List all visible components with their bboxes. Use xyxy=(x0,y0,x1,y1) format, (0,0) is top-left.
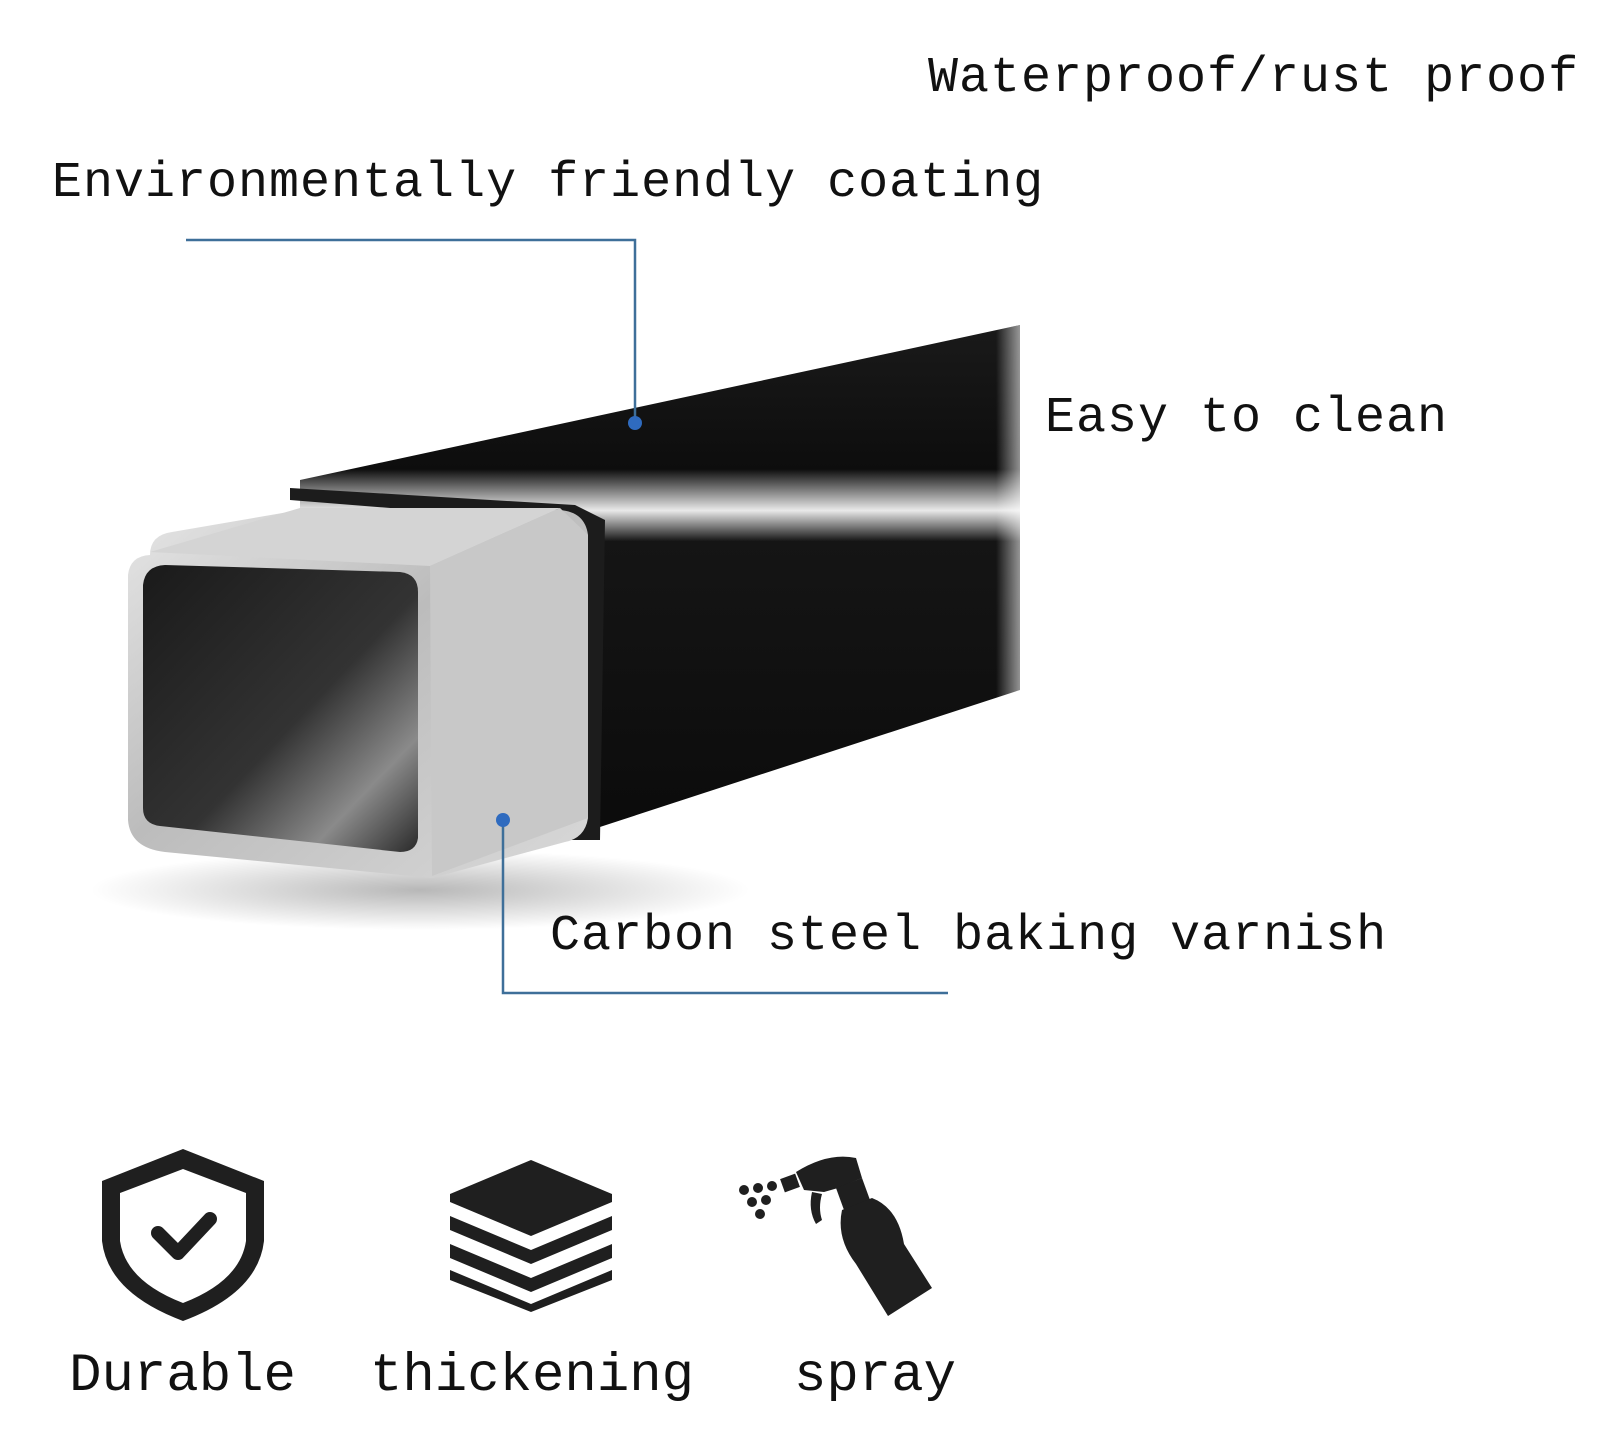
steel-tube-top xyxy=(150,508,560,566)
carbon-steel-label: Carbon steel baking varnish xyxy=(550,908,1388,965)
feature-label-durable: Durable xyxy=(69,1346,296,1407)
feature-label-thickening: thickening xyxy=(370,1346,695,1407)
layers-icon xyxy=(450,1160,612,1312)
easy-clean-label: Easy to clean xyxy=(1045,390,1449,447)
tube-inner-hole xyxy=(143,565,418,852)
spray-bottle-icon xyxy=(739,1156,932,1316)
coating-callout-dot xyxy=(628,416,642,430)
carbon-callout-line xyxy=(501,820,948,995)
steel-tube-side xyxy=(430,508,588,876)
carbon-callout-dot xyxy=(496,813,510,827)
coating-label: Environmentally friendly coating xyxy=(52,155,1045,212)
coating-callout-line xyxy=(186,238,637,423)
feature-label-spray: spray xyxy=(793,1346,957,1407)
waterproof-label: Waterproof/rust proof xyxy=(928,50,1580,107)
shield-check-icon xyxy=(102,1149,264,1321)
tube-shadow xyxy=(90,850,750,930)
